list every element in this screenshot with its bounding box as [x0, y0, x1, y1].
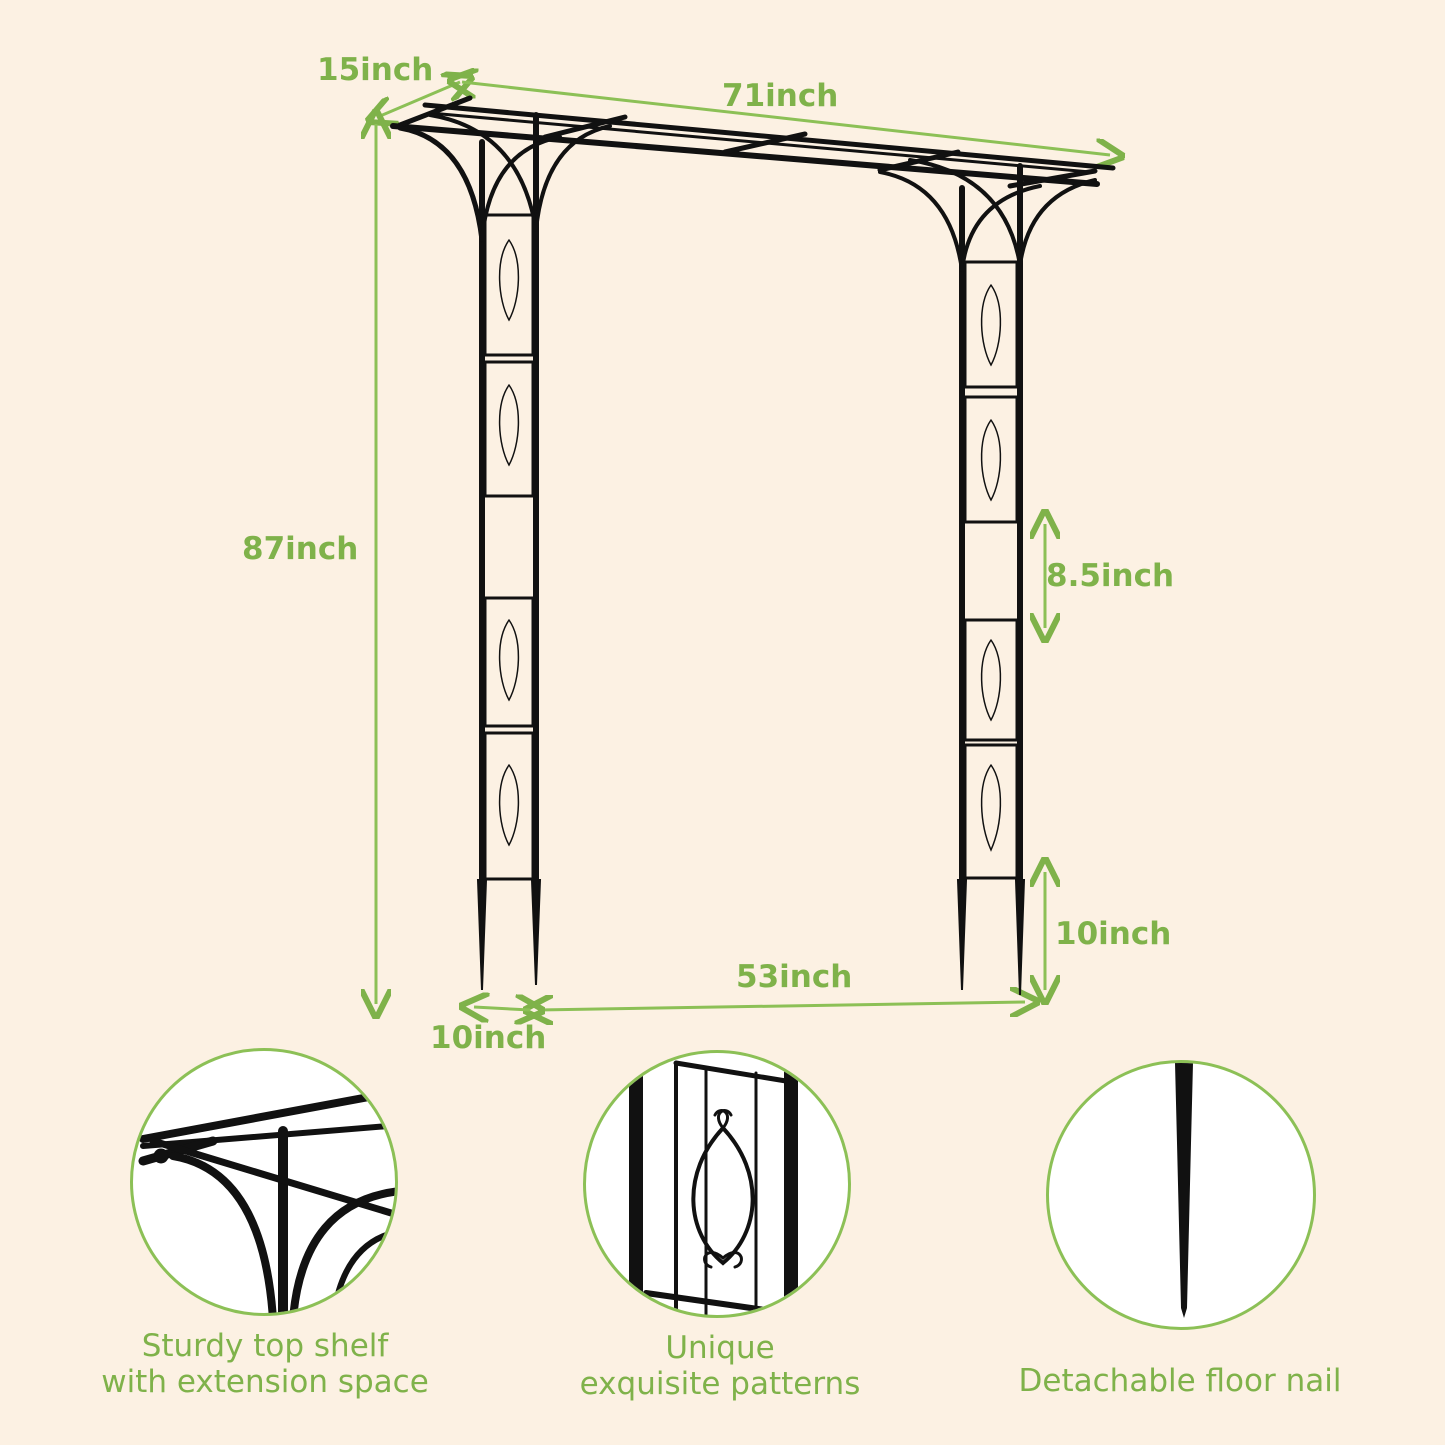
- right-panels: [963, 260, 1019, 880]
- heart-pattern-closeup: [583, 1050, 851, 1318]
- feature-caption-top-shelf: Sturdy top shelf with extension space: [60, 1328, 470, 1400]
- top-shelf-closeup: [130, 1048, 398, 1316]
- nail-length-label: 10inch: [1055, 916, 1172, 952]
- feature-caption-patterns: Unique exquisite patterns: [540, 1330, 900, 1402]
- feature-caption-line: exquisite patterns: [579, 1366, 861, 1402]
- width-dimension-line: [462, 82, 1110, 155]
- post-width-label: 10inch: [430, 1020, 547, 1056]
- feature-caption-line: with extension space: [101, 1364, 429, 1400]
- width-label: 71inch: [722, 78, 839, 114]
- floor-nail-closeup: [1046, 1060, 1316, 1330]
- feature-caption-floor-nail: Detachable floor nail: [980, 1363, 1380, 1399]
- panel-gap-label: 8.5inch: [1046, 558, 1175, 594]
- height-label: 87inch: [242, 531, 359, 567]
- left-panels: [483, 213, 535, 881]
- garden-arch-drawing: [0, 0, 1445, 1030]
- feature-caption-line: Unique: [665, 1330, 775, 1366]
- dimension-lines: [376, 82, 1110, 1010]
- inner-width-label: 53inch: [736, 959, 853, 995]
- feature-caption-line: Sturdy top shelf: [141, 1328, 389, 1364]
- depth-label: 15inch: [317, 52, 434, 88]
- inner-width-dimension-line: [538, 1002, 1025, 1010]
- feature-caption-line: Detachable floor nail: [1018, 1363, 1342, 1399]
- post-width-dimension-line: [474, 1007, 530, 1010]
- arch-frame: [390, 95, 1116, 996]
